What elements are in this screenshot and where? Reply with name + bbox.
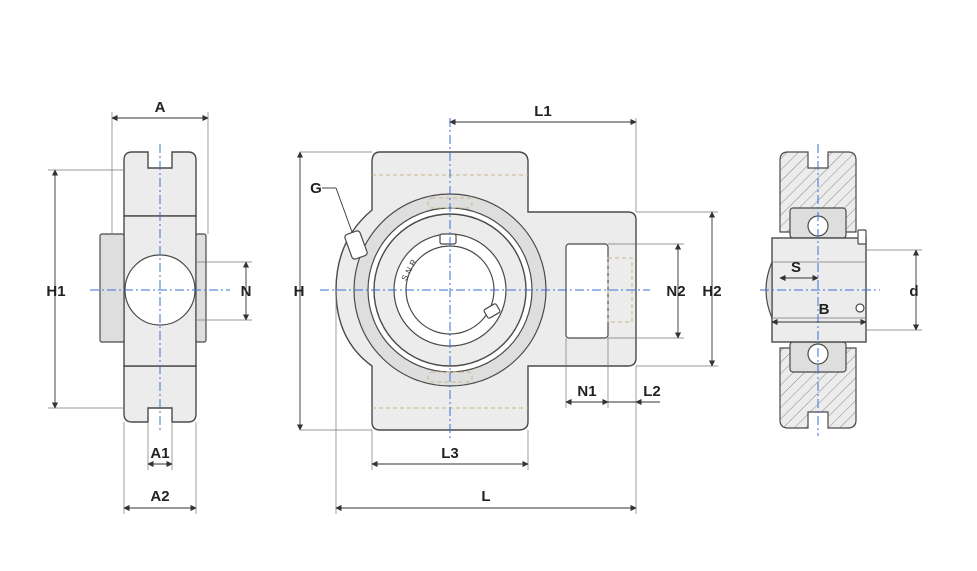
dim-label-A2: A2 xyxy=(150,488,169,505)
dim-label-S: S xyxy=(791,259,801,276)
dim-label-L1: L1 xyxy=(534,103,552,120)
front-view: SNR xyxy=(320,118,650,440)
dim-label-A1: A1 xyxy=(150,445,169,462)
dim-label-H: H xyxy=(294,283,305,300)
dim-label-A: A xyxy=(155,99,166,116)
dim-label-N: N xyxy=(241,283,252,300)
dim-label-L3: L3 xyxy=(441,445,459,462)
dim-label-L2: L2 xyxy=(643,383,661,400)
dim-label-N2: N2 xyxy=(666,283,685,300)
front-view-dimensions: H L1 G H2 N2 N1 L2 L3 L xyxy=(294,103,722,514)
dim-label-H2: H2 xyxy=(702,283,721,300)
dim-label-B: B xyxy=(819,301,830,318)
dim-label-N1: N1 xyxy=(577,383,596,400)
section-view-dimensions: S B d xyxy=(771,249,922,331)
side-view-dimensions: A H1 N A1 A2 xyxy=(46,99,252,514)
dim-label-H1: H1 xyxy=(46,283,65,300)
dim-label-L: L xyxy=(481,488,490,505)
dim-label-d: d xyxy=(909,283,918,300)
dim-label-G: G xyxy=(310,180,322,197)
section-view xyxy=(760,144,880,436)
side-view xyxy=(90,144,230,432)
